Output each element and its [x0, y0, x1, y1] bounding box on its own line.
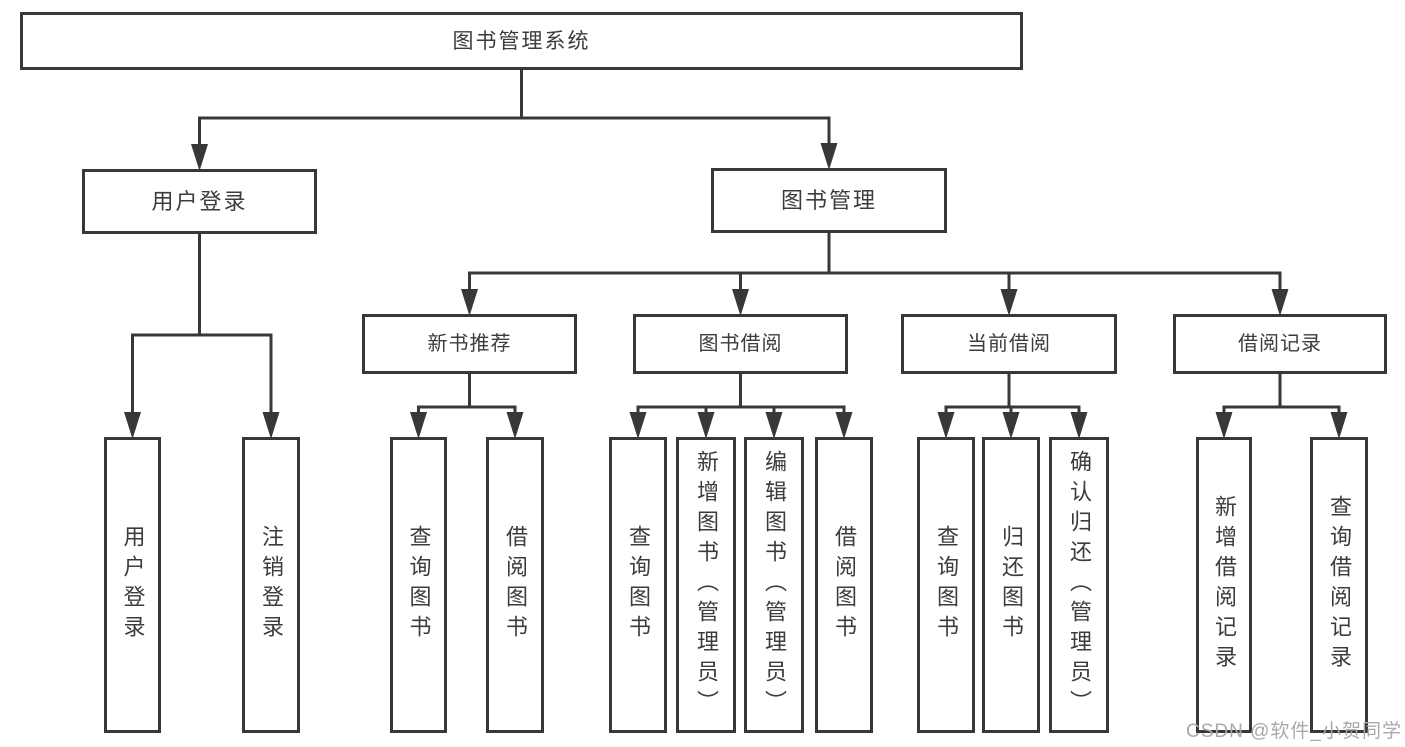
box-borrow-records: 借阅记录	[1173, 314, 1387, 374]
arrowhead-into-leaf-add-borrow-record	[1215, 412, 1233, 439]
edge-borrow-records	[1215, 372, 1348, 439]
arrowhead-into-book-management	[820, 143, 838, 170]
box-leaf-logout: 注销登录	[242, 437, 300, 733]
box-label-library-system: 图书管理系统	[452, 29, 591, 53]
box-library-system: 图书管理系统	[20, 12, 1023, 70]
box-label-leaf-query-books-borrowing: 查询图书	[626, 525, 651, 645]
arrowhead-into-leaf-query-books-borrowing	[629, 412, 647, 439]
arrowhead-into-leaf-borrow-books-recommend	[506, 412, 524, 439]
box-leaf-query-borrow-record: 查询借阅记录	[1310, 437, 1368, 733]
box-leaf-borrow-books-recommend: 借阅图书	[486, 437, 544, 733]
box-leaf-user-login: 用户登录	[104, 437, 161, 733]
arrowhead-into-leaf-query-books-recommend	[410, 412, 427, 439]
arrowhead-into-new-book-recommend	[461, 289, 478, 316]
edge-book-management	[461, 231, 1289, 316]
box-book-management: 图书管理	[711, 168, 947, 233]
watermark: CSDN @软件_小贺同学	[1186, 721, 1402, 742]
box-label-book-management: 图书管理	[780, 187, 877, 213]
box-new-book-recommend: 新书推荐	[362, 314, 577, 374]
box-current-borrowing: 当前借阅	[901, 314, 1117, 374]
box-label-leaf-query-books-recommend: 查询图书	[406, 525, 432, 645]
box-leaf-edit-book-admin: 编辑图书（管理员）	[744, 437, 804, 733]
edge-user-login	[124, 232, 280, 439]
box-label-leaf-edit-book-admin: 编辑图书（管理员）	[762, 450, 787, 720]
box-leaf-query-books-borrowing: 查询图书	[609, 437, 667, 733]
box-label-leaf-add-book-admin: 新增图书（管理员）	[694, 450, 719, 720]
arrowhead-into-leaf-return-books	[1002, 412, 1020, 439]
box-leaf-return-books: 归还图书	[982, 437, 1040, 733]
box-label-new-book-recommend: 新书推荐	[427, 333, 512, 355]
box-label-leaf-borrow-books: 借阅图书	[832, 525, 857, 645]
box-label-borrow-records: 借阅记录	[1238, 333, 1322, 355]
box-book-borrowing: 图书借阅	[633, 314, 848, 374]
box-label-current-borrowing: 当前借阅	[967, 333, 1051, 355]
box-leaf-query-books-current: 查询图书	[917, 437, 975, 733]
box-label-leaf-query-books-current: 查询图书	[934, 525, 959, 645]
arrowhead-into-leaf-borrow-books	[835, 412, 853, 439]
box-label-leaf-add-borrow-record: 新增借阅记录	[1212, 495, 1237, 675]
box-label-leaf-return-books: 归还图书	[999, 525, 1024, 645]
arrowhead-into-leaf-confirm-return-admin	[1070, 412, 1088, 439]
arrowhead-into-book-borrowing	[732, 289, 749, 316]
box-label-leaf-query-borrow-record: 查询借阅记录	[1327, 495, 1352, 675]
box-leaf-add-book-admin: 新增图书（管理员）	[676, 437, 736, 733]
box-label-leaf-confirm-return-admin: 确认归还（管理员）	[1067, 450, 1092, 720]
edge-book-borrowing	[629, 372, 853, 439]
box-label-user-login: 用户登录	[151, 188, 248, 214]
box-leaf-confirm-return-admin: 确认归还（管理员）	[1049, 437, 1109, 733]
edge-current-borrowing	[937, 372, 1088, 439]
box-label-leaf-user-login: 用户登录	[120, 525, 146, 645]
arrowhead-into-leaf-query-books-current	[937, 412, 955, 439]
box-leaf-query-books-recommend: 查询图书	[390, 437, 447, 733]
box-label-book-borrowing: 图书借阅	[698, 333, 783, 355]
box-leaf-borrow-books: 借阅图书	[815, 437, 873, 733]
arrowhead-into-user-login	[191, 144, 208, 171]
box-label-leaf-borrow-books-recommend: 借阅图书	[503, 525, 528, 645]
box-user-login: 用户登录	[82, 169, 317, 234]
box-leaf-add-borrow-record: 新增借阅记录	[1196, 437, 1252, 733]
arrowhead-into-borrow-records	[1271, 289, 1289, 316]
edge-library-system	[191, 68, 838, 171]
arrowhead-into-leaf-query-borrow-record	[1330, 412, 1348, 439]
arrowhead-into-leaf-add-book-admin	[697, 412, 715, 439]
arrowhead-into-leaf-user-login	[124, 412, 141, 439]
arrowhead-into-current-borrowing	[1000, 289, 1018, 316]
box-label-leaf-logout: 注销登录	[259, 525, 284, 645]
arrowhead-into-leaf-logout	[262, 412, 280, 439]
arrowhead-into-leaf-edit-book-admin	[765, 412, 783, 439]
edge-new-book-recommend	[410, 372, 524, 439]
